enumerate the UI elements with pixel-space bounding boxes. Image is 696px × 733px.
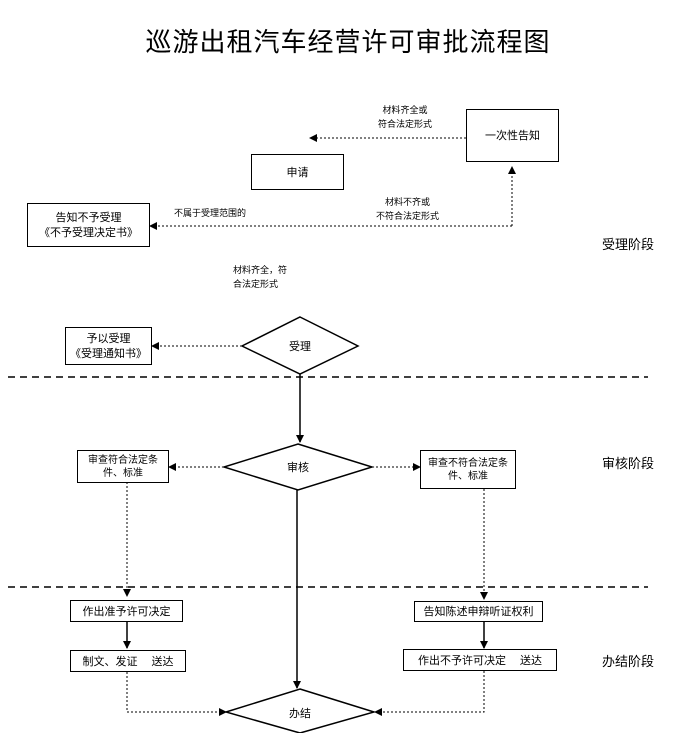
grant-accept-line2: 《受理通知书》 — [70, 347, 147, 360]
phase-label-accept: 受理阶段 — [602, 238, 655, 253]
notify-once-box: 一次性告知 — [466, 109, 559, 162]
accept-diamond-label: 受理 — [289, 340, 311, 353]
grant-accept-box: 予以受理 《受理通知书》 — [65, 327, 152, 365]
notify-once-label: 一次性告知 — [485, 129, 540, 142]
finish-diamond-label: 办结 — [289, 707, 311, 720]
deny-decision-label: 作出不予许可决定 送达 — [418, 653, 542, 667]
reject-accept-line1: 告知不予受理 — [55, 211, 122, 224]
apply-box: 申请 — [251, 154, 344, 190]
reject-accept-line2: 《不予受理决定书》 — [39, 226, 138, 239]
meets-standard-box: 审查符合法定条 件、标准 — [77, 450, 169, 483]
not-meets-standard-box: 审查不符合法定条 件、标准 — [420, 450, 516, 489]
reject-accept-box: 告知不予受理 《不予受理决定书》 — [27, 203, 150, 247]
phase-label-review: 审核阶段 — [602, 457, 655, 472]
not-meets-standard-line1: 审查不符合法定条 — [428, 457, 508, 469]
review-diamond-label: 审核 — [287, 461, 309, 474]
inform-rights-label: 告知陈述申辩听证权利 — [423, 605, 534, 618]
phase-label-finish: 办结阶段 — [602, 655, 655, 670]
note-out-of-scope: 不属于受理范围的 — [174, 209, 247, 219]
page-title: 巡游出租汽车经营许可审批流程图 — [145, 28, 551, 58]
note-incomplete: 材料不齐或 不符合法定形式 — [376, 198, 440, 222]
review-diamond-shape — [221, 443, 375, 491]
accept-diamond-shape — [240, 316, 360, 375]
issue-cert-label: 制文、发证 送达 — [82, 654, 174, 668]
connector — [374, 671, 485, 716]
meets-standard-line2: 件、标准 — [103, 467, 143, 479]
inform-rights-box: 告知陈述申辩听证权利 — [414, 601, 543, 622]
apply-label: 申请 — [286, 165, 309, 179]
grant-accept-line1: 予以受理 — [86, 332, 131, 345]
issue-cert-box: 制文、发证 送达 — [70, 650, 186, 672]
note-complete-and-compliant: 材料齐全，符 合法定形式 — [233, 266, 288, 290]
meets-standard-line1: 审查符合法定条 — [88, 454, 158, 466]
connector — [126, 672, 227, 716]
finish-diamond-shape — [223, 688, 377, 733]
grant-decision-label: 作出准予许可决定 — [82, 604, 171, 618]
grant-decision-box: 作出准予许可决定 — [70, 600, 183, 622]
not-meets-standard-line2: 件、标准 — [448, 470, 488, 482]
deny-decision-box: 作出不予许可决定 送达 — [403, 649, 557, 671]
note-complete-or-compliant: 材料齐全或 符合法定形式 — [378, 106, 433, 130]
